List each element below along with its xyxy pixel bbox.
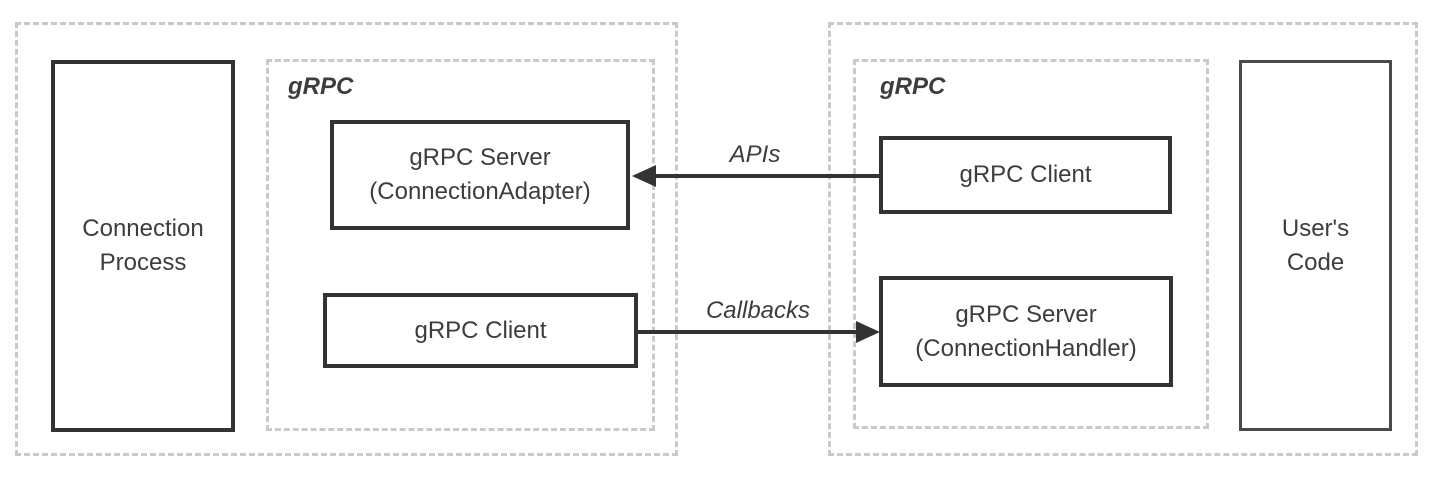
apis-arrow-label: APIs <box>729 141 781 168</box>
callbacks-arrow <box>638 318 880 346</box>
callbacks-arrow-shaft <box>638 330 862 334</box>
right-grpc-client-label: gRPC Client <box>959 161 1092 188</box>
grpc-server-connection-handler-box: gRPC Server (ConnectionHandler) <box>879 276 1173 387</box>
users-code-label-line1: User's <box>1281 214 1350 242</box>
right-grpc-client-box: gRPC Client <box>879 136 1172 214</box>
connection-process-group <box>15 22 678 456</box>
apis-arrow-shaft <box>650 174 879 178</box>
connection-process-label-line1: Connection <box>82 215 204 242</box>
left-grpc-container <box>266 59 655 431</box>
grpc-server-adapter-label-line2: (ConnectionAdapter) <box>369 178 591 205</box>
right-grpc-container <box>853 59 1209 429</box>
connection-process-label-line2: Process <box>99 249 187 276</box>
apis-arrow <box>632 162 879 190</box>
arrowhead-left-icon <box>632 165 656 187</box>
grpc-server-adapter-label-line1: gRPC Server <box>409 144 551 171</box>
arrowhead-right-icon <box>856 321 880 343</box>
grpc-server-connection-adapter-box: gRPC Server (ConnectionAdapter) <box>330 120 630 230</box>
grpc-server-handler-label-line1: gRPC Server <box>955 300 1097 328</box>
user-side-group <box>828 22 1418 456</box>
right-grpc-container-label: gRPC <box>880 73 946 100</box>
left-grpc-client-label: gRPC Client <box>414 316 547 344</box>
left-grpc-client-box: gRPC Client <box>323 293 638 368</box>
connection-process-box: Connection Process <box>51 60 235 432</box>
left-grpc-container-label: gRPC <box>288 73 354 100</box>
users-code-box: User's Code <box>1239 60 1392 431</box>
callbacks-arrow-label: Callbacks <box>705 297 811 324</box>
users-code-label-line2: Code <box>1286 248 1345 276</box>
grpc-server-handler-label-line2: (ConnectionHandler) <box>915 334 1137 362</box>
